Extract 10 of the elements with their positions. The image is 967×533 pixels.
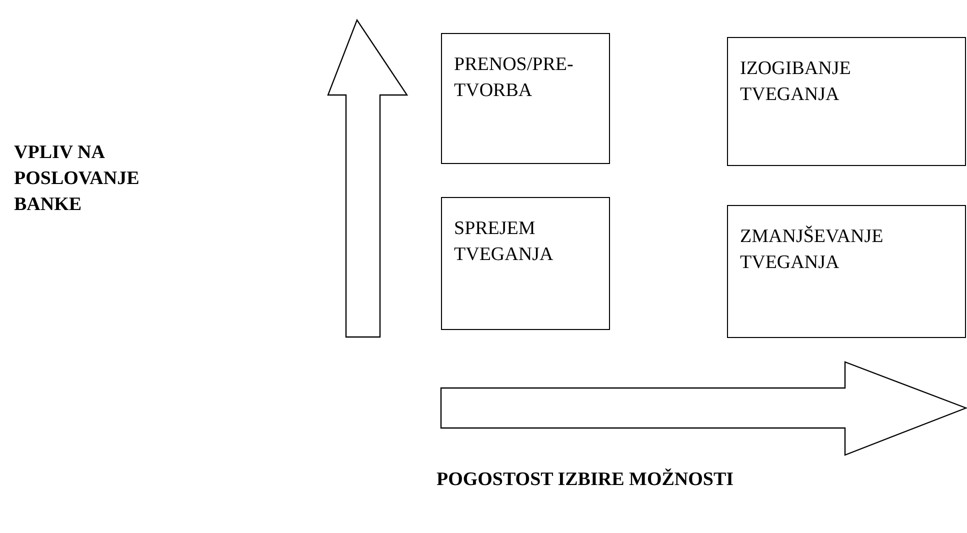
axis-label: VPLIV NA POSLOVANJE BANKE xyxy=(14,141,140,217)
quadrant-box xyxy=(441,33,610,164)
quadrant-box xyxy=(727,205,966,338)
box-label: ZMANJŠEVANJE TVEGANJA xyxy=(740,224,884,275)
box-label: IZOGIBANJE TVEGANJA xyxy=(740,57,852,107)
quadrant-box xyxy=(727,37,966,166)
box-label: SPREJEM TVEGANJA xyxy=(454,217,554,267)
box-label: PRENOS/PRE- TVORBA xyxy=(454,53,574,103)
axis-label: POGOSTOST IZBIRE MOŽNOSTI xyxy=(435,468,735,492)
quadrant-box xyxy=(441,197,610,330)
